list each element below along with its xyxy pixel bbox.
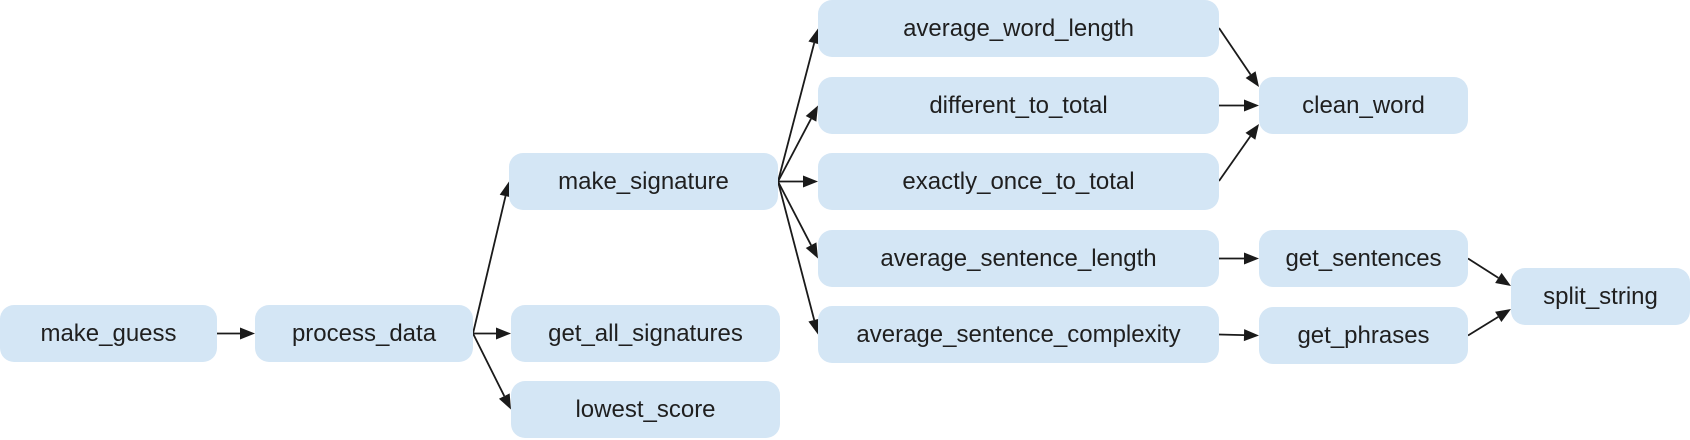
node-make-guess: make_guess: [0, 305, 217, 362]
node-clean-word: clean_word: [1259, 77, 1468, 134]
edge-line: [1467, 257, 1499, 279]
node-split-string: split_string: [1511, 268, 1690, 325]
edge-line: [1218, 135, 1252, 182]
edge-line: [1467, 316, 1499, 337]
node-make-signature: make_signature: [509, 153, 778, 210]
arrowhead-icon: [805, 105, 818, 122]
edge-line: [777, 42, 816, 182]
arrowhead-icon: [803, 175, 818, 188]
edge-make-signature-to-average-word-length: [777, 28, 821, 182]
edge-make-signature-to-average-sentence-complexity: [777, 181, 821, 335]
edge-process-data-to-get-all-signatures: [473, 327, 511, 340]
edge-average-sentence-complexity-to-get-phrases: [1218, 329, 1259, 342]
edge-average-word-length-to-clean-word: [1218, 27, 1259, 87]
node-different-to-total: different_to_total: [818, 77, 1219, 134]
node-average-sentence-complexity: average_sentence_complexity: [818, 306, 1219, 363]
node-exactly-once-to-total: exactly_once_to_total: [818, 153, 1219, 210]
arrowhead-icon: [805, 242, 818, 259]
edge-make-signature-to-average-sentence-length: [777, 181, 818, 259]
edge-get-sentences-to-split-string: [1467, 257, 1511, 286]
edge-line: [777, 118, 812, 182]
node-process-data: process_data: [255, 305, 473, 362]
edge-line: [777, 181, 812, 246]
arrowhead-icon: [240, 327, 255, 340]
edge-line: [777, 181, 816, 321]
edge-exactly-once-to-total-to-clean-word: [1218, 124, 1259, 182]
arrowhead-icon: [1244, 99, 1259, 112]
node-lowest-score: lowest_score: [511, 381, 780, 438]
node-average-word-length: average_word_length: [818, 0, 1219, 57]
edge-line: [472, 195, 507, 334]
node-get-sentences: get_sentences: [1259, 230, 1468, 287]
arrowhead-icon: [498, 393, 511, 410]
edge-process-data-to-make-signature: [472, 181, 512, 334]
edge-make-signature-to-different-to-total: [777, 105, 818, 182]
edge-make-signature-to-exactly-once-to-total: [778, 175, 818, 188]
arrowhead-icon: [1495, 272, 1511, 286]
arrowhead-icon: [1244, 252, 1259, 265]
node-average-sentence-length: average_sentence_length: [818, 230, 1219, 287]
edge-line: [1218, 27, 1252, 76]
arrowhead-icon: [808, 318, 821, 335]
edge-make-guess-to-process-data: [217, 327, 255, 340]
arrowhead-icon: [1245, 71, 1259, 87]
edge-different-to-total-to-clean-word: [1219, 99, 1259, 112]
arrowhead-icon: [496, 327, 511, 340]
arrowhead-icon: [499, 181, 512, 198]
node-get-all-signatures: get_all_signatures: [511, 305, 780, 362]
arrowhead-icon: [808, 28, 821, 45]
edge-process-data-to-lowest-score: [472, 333, 511, 410]
edge-average-sentence-length-to-get-sentences: [1219, 252, 1259, 265]
node-get-phrases: get_phrases: [1259, 307, 1468, 364]
edge-line: [472, 333, 506, 397]
arrowhead-icon: [1245, 124, 1259, 140]
edge-get-phrases-to-split-string: [1467, 309, 1511, 337]
edge-line: [1218, 333, 1245, 337]
arrowhead-icon: [1243, 329, 1259, 342]
arrowhead-icon: [1495, 309, 1511, 322]
